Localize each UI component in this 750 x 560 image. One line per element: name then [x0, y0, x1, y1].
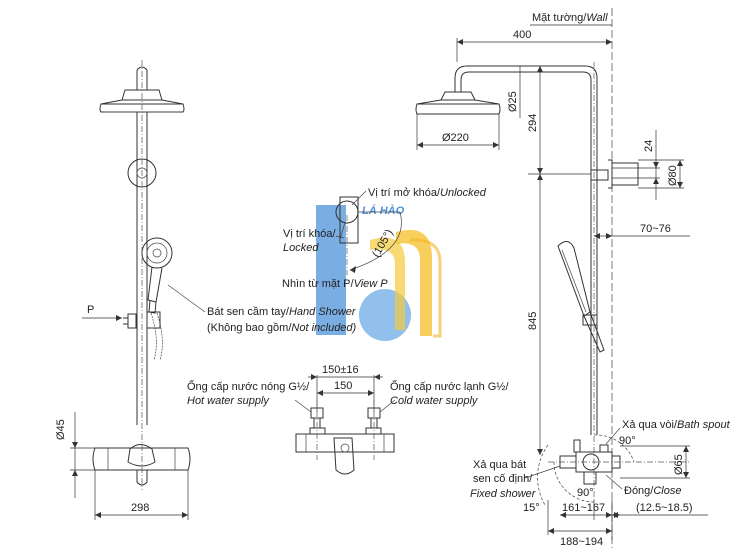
angle-90-bottom-label: 90°: [577, 487, 594, 499]
offset-range-label: 70~76: [640, 223, 671, 235]
p-marker: P: [87, 304, 94, 316]
drop-height-label: 294: [527, 114, 539, 132]
hand-shower-label: Bát sen cầm tay/Hand Shower: [207, 306, 357, 318]
depth-range-3-label: (12.5~18.5): [636, 502, 693, 514]
detail-view-p: (105°) Vị trí mở khóa/Unlocked Vị trí kh…: [282, 187, 487, 290]
cold-supply-label: Ống cấp nước lạnh G½/: [390, 379, 509, 393]
hot-supply-label: Ống cấp nước nóng G½/: [187, 379, 310, 393]
front-view: P Bát sen cầm tay/Hand Shower (Không bao…: [55, 60, 357, 520]
close-label: Đóng/Close: [624, 485, 681, 497]
width-label: 298: [131, 502, 149, 514]
angle-90-top-label: 90°: [619, 435, 636, 447]
side-view: Mặt tường/Wall 400 Ø25 Ø220 294: [415, 8, 731, 548]
fixed-shower-label-2: sen cố định/: [473, 473, 533, 485]
depth-range-2-label: 188~194: [560, 536, 603, 548]
view-p-label: Nhìn từ mặt P/View P: [282, 278, 388, 290]
bracket-dia-label: Ø80: [667, 165, 679, 186]
fixed-shower-label-3: Fixed shower: [470, 488, 537, 500]
locked-label: Vị trí khóa/: [283, 228, 337, 240]
bath-spout-label: Xả qua vòi/Bath spout: [622, 419, 731, 431]
angle-15-label: 15°: [523, 502, 540, 514]
depth-range-1-label: 161~167: [562, 502, 605, 514]
hot-supply-label-en: Hot water supply: [187, 395, 270, 407]
riser-height-label: 845: [527, 312, 539, 330]
watermark-logo: LÁ HÀO: [316, 204, 442, 341]
wall-label: Mặt tường/Wall: [532, 12, 608, 24]
locked-label-en: Locked: [283, 242, 319, 254]
unlocked-label: Vị trí mở khóa/Unlocked: [368, 187, 487, 199]
cold-supply-label-en: Cold water supply: [390, 395, 479, 407]
arm-length-label: 400: [513, 29, 531, 41]
pipe-dia-label: Ø25: [507, 91, 519, 112]
connections-detail: 150±16 150 Ống cấp nước nóng G½/ Hot wat…: [187, 364, 509, 475]
fixed-shower-label-1: Xả qua bát: [473, 459, 526, 471]
watermark-text: LÁ HÀO: [362, 204, 405, 217]
spacing-label: 150: [334, 380, 352, 392]
valve-dia-label-side: Ø65: [673, 454, 685, 475]
head-dia-label: Ø220: [442, 132, 469, 144]
not-included-label: (Không bao gồm/Not included): [207, 322, 357, 334]
bracket-height-label: 24: [643, 140, 655, 152]
spacing-tol-label: 150±16: [322, 364, 359, 376]
valve-dia-label: Ø45: [55, 419, 67, 440]
